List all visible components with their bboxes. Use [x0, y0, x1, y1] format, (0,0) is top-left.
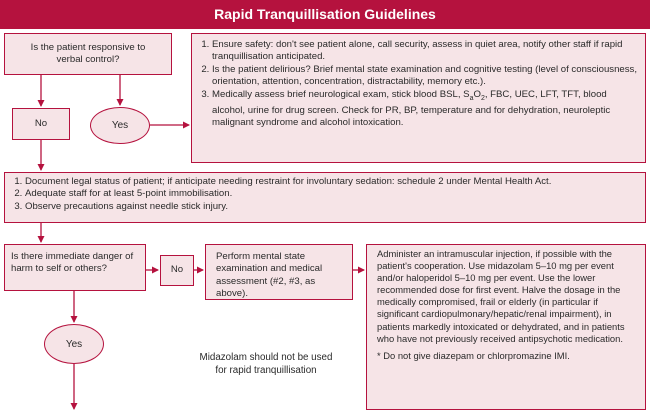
question-danger-box: Is there immediate danger of harm to sel…: [4, 244, 146, 291]
yes-oval-top: Yes: [90, 107, 150, 144]
no-label-middle: No: [170, 264, 184, 276]
yes-label: Yes: [111, 120, 129, 131]
no-box-middle: No: [160, 255, 194, 286]
safety-steps-box: Ensure safety: don't see patient alone, …: [191, 33, 646, 163]
safety-step-3: Medically assess brief neurological exam…: [212, 89, 639, 130]
safety-steps-list: Ensure safety: don't see patient alone, …: [198, 39, 639, 130]
midazolam-note: Midazolam should not be used for rapid t…: [199, 352, 333, 376]
question-responsive-box: Is the patient responsive to verbal cont…: [4, 33, 172, 75]
yes-label-bottom: Yes: [65, 338, 83, 350]
question-danger-text: Is there immediate danger of harm to sel…: [11, 251, 134, 275]
perform-exam-text: Perform mental state examination and med…: [216, 251, 323, 300]
no-label: No: [34, 117, 48, 129]
question-responsive-text: Is the patient responsive to verbal cont…: [30, 41, 146, 65]
legal-step-2: Adequate staff for at least 5-point immo…: [25, 188, 639, 200]
im-injection-note: * Do not give diazepam or chlorpromazine…: [377, 349, 570, 361]
legal-steps-box: Document legal status of patient; if ant…: [4, 172, 646, 223]
legal-steps-list: Document legal status of patient; if ant…: [11, 176, 639, 213]
legal-step-1: Document legal status of patient; if ant…: [25, 176, 639, 188]
im-injection-text: Administer an intramuscular injection, i…: [377, 248, 625, 344]
legal-step-3: Observe precautions against needle stick…: [25, 201, 639, 213]
no-box-top: No: [12, 108, 70, 140]
safety-step-1: Ensure safety: don't see patient alone, …: [212, 39, 639, 64]
yes-oval-bottom: Yes: [44, 324, 104, 364]
im-injection-box: Administer an intramuscular injection, i…: [366, 244, 646, 410]
page-title: Rapid Tranquillisation Guidelines: [0, 0, 650, 29]
safety-step-2: Is the patient delirious? Brief mental s…: [212, 64, 639, 89]
perform-exam-box: Perform mental state examination and med…: [205, 244, 353, 300]
